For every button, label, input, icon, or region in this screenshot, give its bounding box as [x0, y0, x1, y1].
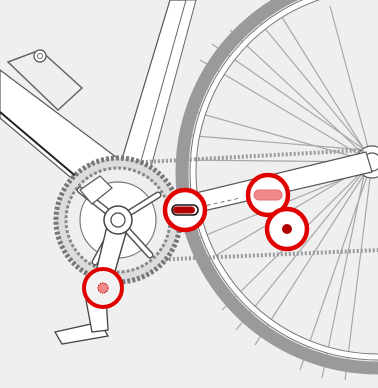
callout-chainstay-mount: [165, 190, 205, 230]
cage-bolt-icon: [34, 50, 46, 62]
callout-hub-mount: [267, 209, 307, 249]
reflector-dot-icon: [98, 283, 108, 293]
slot-mount-icon: [173, 207, 195, 214]
reflector-bar-icon: [254, 190, 282, 200]
mount-point-icon: [282, 224, 292, 234]
callout-pedal-reflector: [84, 269, 122, 307]
